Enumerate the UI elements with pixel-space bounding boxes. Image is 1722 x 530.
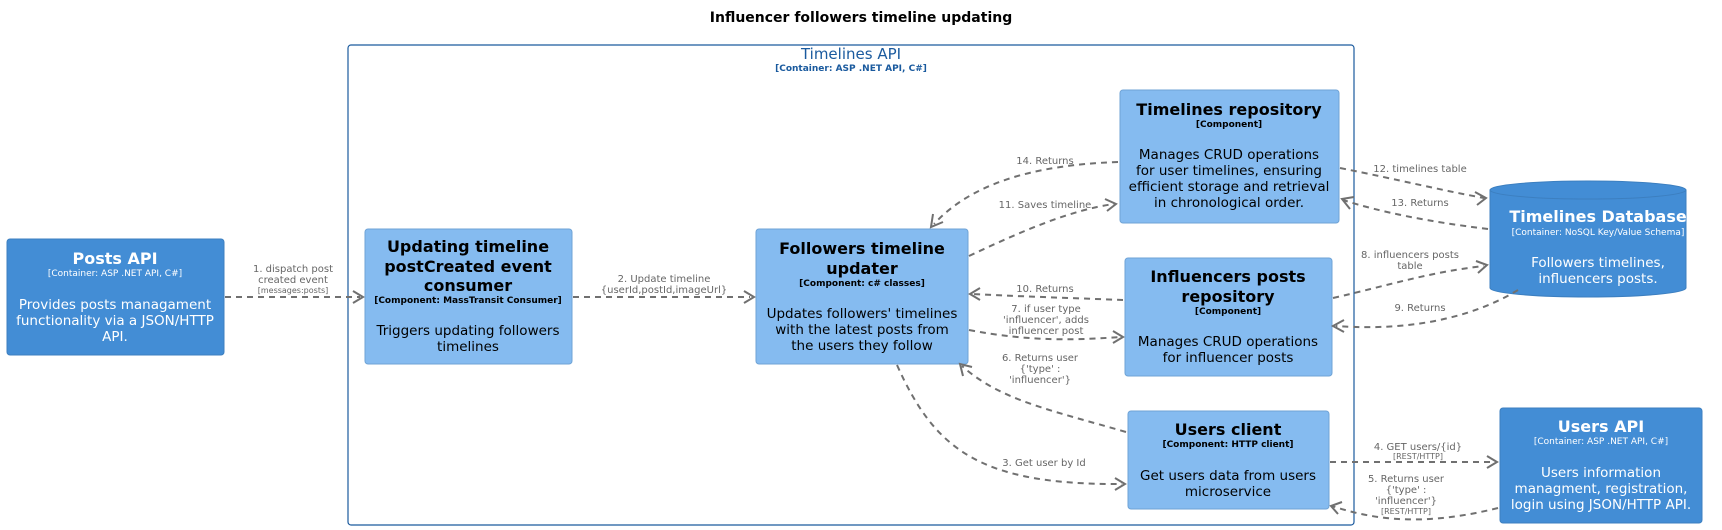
edge-4-label: 4. GET users/{id} — [1374, 442, 1462, 453]
timelines-repo-desc-4: in chronological order. — [1154, 195, 1304, 211]
edge-10-returns: 10. Returns — [968, 284, 1124, 301]
users-api-name: Users API — [1558, 417, 1644, 436]
edge-1-label-1: 1. dispatch post — [253, 264, 333, 275]
edge-4-get-users: 4. GET users/{id} [REST/HTTP] — [1330, 442, 1499, 469]
timelines-repo-name: Timelines repository — [1136, 100, 1322, 119]
posts-api-desc-2: functionality via a JSON/HTTP — [16, 313, 214, 329]
edge-7-label-3: influencer post — [1009, 326, 1084, 337]
edge-14-returns: 14. Returns — [929, 156, 1119, 229]
consumer-name-2: postCreated event — [384, 257, 552, 276]
edge-5-returns-user: 5. Returns user {'type' : 'influencer'} … — [1329, 474, 1499, 521]
updater-name-1: Followers timeline — [779, 239, 945, 258]
users-client-type: [Component: HTTP client] — [1162, 440, 1293, 450]
updater-type: [Component: c# classes] — [799, 279, 925, 289]
edge-12-label: 12. timelines table — [1373, 164, 1466, 175]
users-api-type: [Container: ASP .NET API, C#] — [1534, 437, 1668, 447]
boundary-name: Timelines API — [800, 45, 901, 63]
node-influencers-posts-repository[interactable]: Influencers posts repository [Component]… — [1124, 257, 1333, 377]
updater-desc-2: with the latest posts from — [775, 322, 949, 338]
timelines-db-desc-1: Followers timelines, — [1531, 255, 1665, 271]
timelines-db-type: [Container: NoSQL Key/Value Schema] — [1512, 228, 1685, 238]
posts-api-type: [Container: ASP .NET API, C#] — [48, 269, 182, 279]
users-api-desc-2: managment, registration, — [1515, 481, 1688, 497]
edge-2-label-1: 2. Update timeline — [618, 274, 711, 285]
timelines-api-boundary[interactable]: Timelines API [Container: ASP .NET API, … — [347, 44, 1355, 526]
edge-8-label-2: table — [1397, 261, 1422, 272]
edge-3-get-user: 3. Get user by Id — [896, 364, 1127, 491]
edge-14-label: 14. Returns — [1016, 156, 1073, 167]
node-followers-timeline-updater[interactable]: Followers timeline updater [Component: c… — [755, 228, 969, 365]
posts-api-desc-3: API. — [102, 329, 128, 345]
updater-name-2: updater — [826, 259, 898, 278]
edge-5-tech: [REST/HTTP] — [1381, 507, 1431, 516]
edge-5-label-2: {'type' : — [1386, 485, 1427, 496]
edge-2-label-2: {userId,postId,imageUrl} — [601, 285, 727, 296]
node-event-consumer[interactable]: Updating timeline postCreated event cons… — [364, 228, 573, 365]
edge-1-dispatch: 1. dispatch post created event [messages… — [225, 264, 365, 304]
edge-3-label: 3. Get user by Id — [1002, 458, 1085, 469]
posts-api-name: Posts API — [72, 249, 157, 268]
users-client-desc-2: microservice — [1185, 484, 1271, 500]
node-timelines-database[interactable]: Timelines Database [Container: NoSQL Key… — [1489, 180, 1687, 298]
edge-13-label: 13. Returns — [1391, 198, 1448, 209]
edge-5-label-3: 'influencer'} — [1375, 496, 1437, 507]
edge-9-label: 9. Returns — [1394, 303, 1445, 314]
users-api-desc-1: Users information — [1541, 465, 1661, 481]
timelines-repo-desc-1: Manages CRUD operations — [1139, 147, 1319, 163]
users-api-desc-3: login using JSON/HTTP API. — [1511, 497, 1691, 513]
edge-7-label-2: 'influencer', adds — [1003, 315, 1089, 326]
consumer-desc-1: Triggers updating followers — [375, 323, 559, 339]
edge-1-tech: [messages:posts] — [258, 286, 329, 295]
consumer-type: [Component: MassTransit Consumer] — [374, 296, 562, 306]
edge-10-label: 10. Returns — [1016, 284, 1073, 295]
edge-7-adds-influencer-post: 7. if user type 'influencer', adds influ… — [968, 304, 1125, 344]
node-users-api[interactable]: Users API [Container: ASP .NET API, C#] … — [1499, 407, 1703, 524]
edge-8-influencers-table: 8. influencers posts table — [1332, 250, 1489, 299]
influencers-repo-desc-2: for influencer posts — [1163, 350, 1294, 366]
edge-8-label-1: 8. influencers posts — [1361, 250, 1459, 261]
updater-desc-1: Updates followers' timelines — [767, 306, 958, 322]
edge-6-label-2: {'type' : — [1020, 364, 1061, 375]
updater-desc-3: the users they follow — [791, 338, 932, 354]
consumer-desc-2: timelines — [437, 339, 499, 355]
timelines-db-desc-2: influencers posts. — [1538, 271, 1657, 287]
edge-1-label-2: created event — [258, 275, 328, 286]
edge-4-tech: [REST/HTTP] — [1393, 452, 1443, 461]
edge-11-label: 11. Saves timeline — [999, 200, 1092, 211]
edge-6-label-1: 6. Returns user — [1002, 353, 1079, 364]
edge-9-returns: 9. Returns — [1330, 289, 1519, 333]
influencers-repo-name-2: repository — [1181, 287, 1275, 306]
edge-12-timelines-table: 12. timelines table — [1339, 164, 1488, 206]
edge-6-label-3: 'influencer'} — [1009, 375, 1071, 386]
influencers-repo-type: [Component] — [1195, 307, 1261, 317]
users-client-desc-1: Get users data from users — [1140, 468, 1316, 484]
edge-11-saves-timeline: 11. Saves timeline — [968, 198, 1118, 257]
edge-13-returns: 13. Returns — [1340, 196, 1489, 230]
users-client-name: Users client — [1175, 420, 1282, 439]
boundary-type: [Container: ASP .NET API, C#] — [775, 64, 927, 74]
node-users-client[interactable]: Users client [Component: HTTP client] Ge… — [1127, 410, 1330, 510]
timelines-repo-type: [Component] — [1196, 120, 1262, 130]
edge-6-returns-user: 6. Returns user {'type' : 'influencer'} — [958, 353, 1127, 433]
edge-2-update-timeline: 2. Update timeline {userId,postId,imageU… — [573, 274, 756, 304]
node-posts-api[interactable]: Posts API [Container: ASP .NET API, C#] … — [6, 238, 225, 356]
posts-api-desc-1: Provides posts managament — [19, 297, 211, 313]
consumer-name-1: Updating timeline — [387, 237, 549, 256]
node-timelines-repository[interactable]: Timelines repository [Component] Manages… — [1119, 89, 1340, 224]
timelines-db-name: Timelines Database — [1509, 207, 1687, 226]
diagram-title: Influencer followers timeline updating — [710, 10, 1012, 26]
edge-7-label-1: 7. if user type — [1011, 304, 1081, 315]
timelines-repo-desc-3: efficient storage and retrieval — [1129, 179, 1330, 195]
timelines-repo-desc-2: for user timelines, ensuring — [1136, 163, 1322, 179]
influencers-repo-name-1: Influencers posts — [1150, 267, 1305, 286]
consumer-name-3: consumer — [424, 276, 512, 295]
influencers-repo-desc-1: Manages CRUD operations — [1138, 334, 1318, 350]
edge-5-label-1: 5. Returns user — [1368, 474, 1445, 485]
